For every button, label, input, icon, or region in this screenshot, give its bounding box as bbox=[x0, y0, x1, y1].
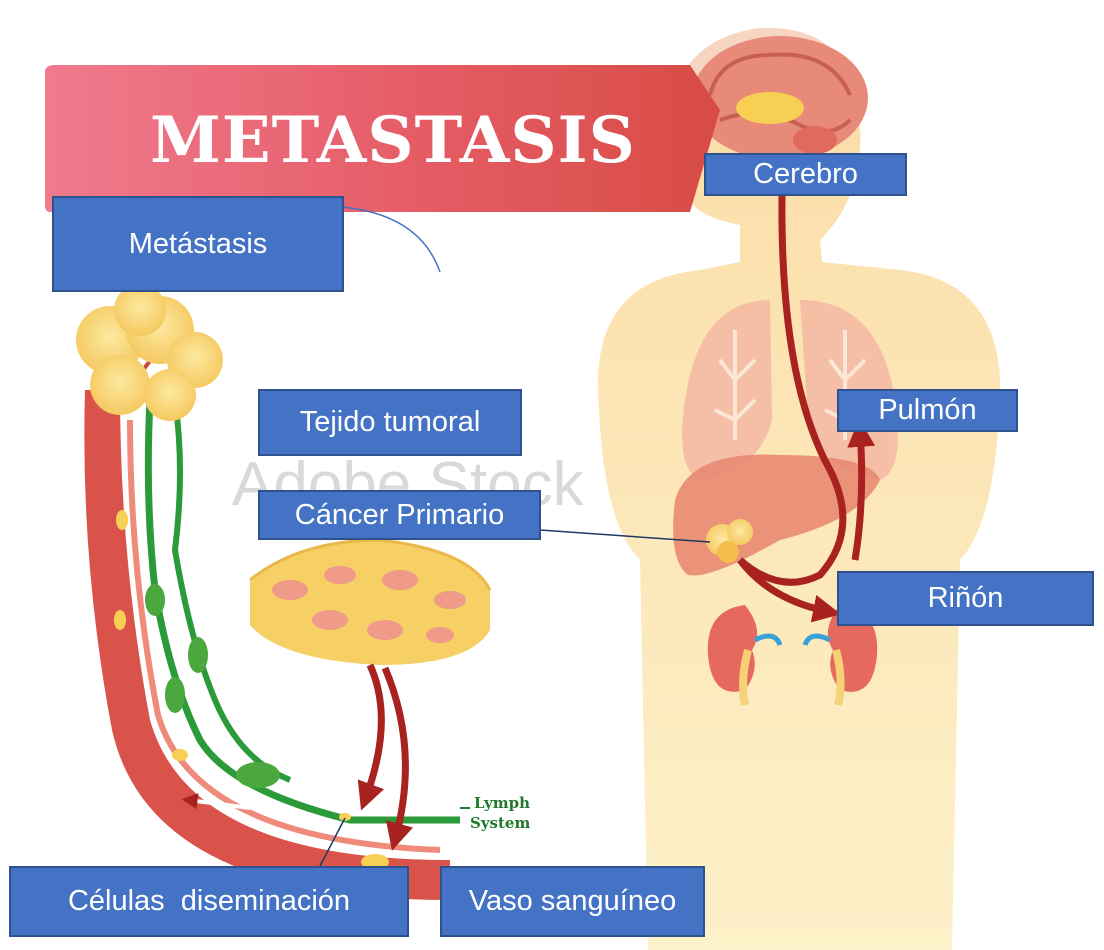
label-cerebro: Cerebro bbox=[704, 153, 907, 196]
label-cancer-primario: Cáncer Primario bbox=[258, 490, 541, 540]
brain-icon bbox=[692, 36, 868, 160]
tumor-mass-icon bbox=[76, 284, 223, 421]
title-banner bbox=[45, 65, 720, 212]
tissue-arrows bbox=[357, 663, 413, 851]
label-vaso-sanguineo: Vaso sanguíneo bbox=[440, 866, 705, 937]
label-celulas-diseminacion: Células diseminación bbox=[9, 866, 409, 937]
label-pulmon: Pulmón bbox=[837, 389, 1018, 432]
blood-vessel bbox=[84, 390, 450, 900]
label-rinon: Riñón bbox=[837, 571, 1094, 626]
tumor-tissue-block bbox=[249, 538, 492, 665]
label-tejido-tumoral: Tejido tumoral bbox=[258, 389, 522, 456]
primary-tumor-icon bbox=[706, 519, 753, 563]
lymph-label-line1: Lymph bbox=[474, 794, 530, 812]
kidneys-icon bbox=[707, 605, 878, 706]
title-text: METASTASIS bbox=[150, 103, 636, 178]
spread-arrows bbox=[737, 194, 876, 623]
lymph-system bbox=[144, 399, 470, 824]
lymph-label-line2: System bbox=[470, 814, 530, 832]
label-metastasis: Metástasis bbox=[52, 196, 344, 292]
callout-lines bbox=[319, 206, 711, 867]
